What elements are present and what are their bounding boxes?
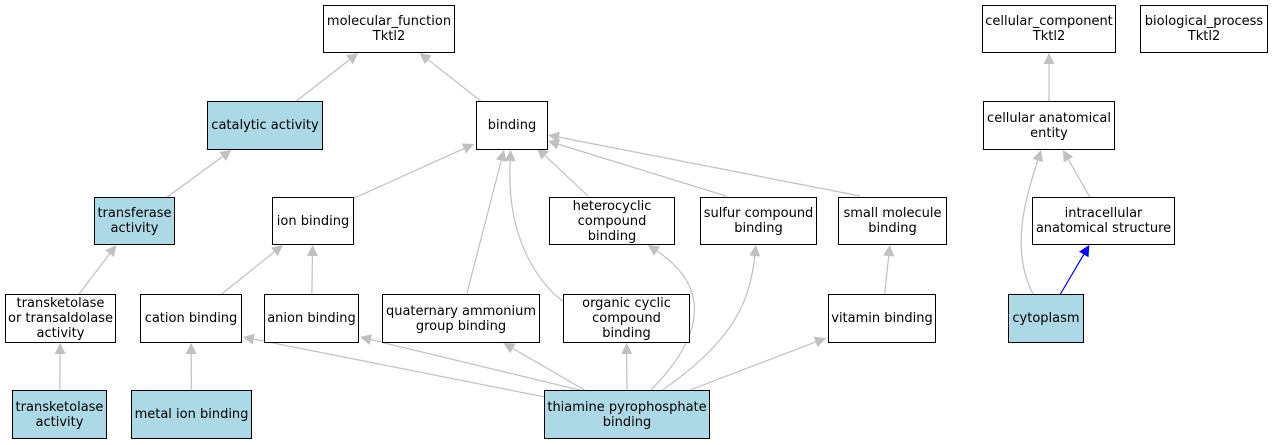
node-quaternary-ammonium-group-binding[interactable]: quaternary ammonium group binding — [382, 294, 540, 343]
edge-line — [311, 255, 314, 295]
edge-arrowhead — [1043, 53, 1055, 64]
edge-line — [662, 255, 756, 391]
edge-line — [558, 143, 727, 197]
edge-arrowhead — [346, 53, 359, 65]
node-label: organic cyclic compound binding — [582, 296, 671, 341]
edge-line — [650, 250, 696, 391]
node-label: intracellular anatomical structure — [1035, 206, 1172, 236]
node-label: small molecule binding — [843, 206, 942, 236]
edge-arrowhead — [306, 245, 318, 257]
node-label: quaternary ammonium group binding — [385, 303, 537, 334]
node-sulfur-compound-binding[interactable]: sulfur compound binding — [700, 197, 817, 245]
node-cation-binding[interactable]: cation binding — [140, 294, 242, 343]
node-label: heterocyclic compound binding — [572, 198, 652, 244]
node-cellular-component[interactable]: cellular_component Tktl2 — [982, 5, 1116, 53]
node-label: sulfur compound binding — [703, 206, 814, 236]
edge-arrowhead — [537, 148, 549, 160]
node-label: cellular_component Tktl2 — [985, 14, 1113, 44]
node-catalytic-activity[interactable]: catalytic activity — [207, 101, 323, 150]
edge-line — [689, 341, 816, 391]
edge-arrowhead — [883, 245, 895, 257]
node-biological-process[interactable]: biological_process Tktl2 — [1140, 5, 1268, 53]
edge-arrowhead — [1032, 150, 1043, 163]
edge-line — [558, 136, 861, 197]
edge-arrowhead — [503, 343, 516, 354]
edge-arrowhead — [419, 53, 432, 65]
edge-arrowhead — [813, 336, 826, 348]
node-intracellular-anatomical-structure[interactable]: intracellular anatomical structure — [1032, 197, 1175, 245]
edge-arrowhead — [749, 245, 761, 257]
node-ion-binding[interactable]: ion binding — [272, 197, 354, 245]
edge-arrowhead — [1079, 245, 1090, 258]
edge-arrowhead — [548, 131, 560, 143]
edge-line — [1067, 159, 1091, 198]
edge-line — [370, 339, 601, 396]
node-heterocyclic-compound-binding[interactable]: heterocyclic compound binding — [549, 197, 675, 245]
edge-arrowhead — [360, 334, 372, 345]
edge-line — [509, 160, 564, 302]
edge-line — [78, 253, 111, 295]
node-cytoplasm[interactable]: cytoplasm — [1008, 294, 1084, 343]
node-small-molecule-binding[interactable]: small molecule binding — [838, 197, 947, 245]
edge-arrowhead — [219, 150, 232, 161]
node-anion-binding[interactable]: anion binding — [264, 294, 359, 343]
edge-line — [884, 255, 890, 295]
node-binding[interactable]: binding — [476, 101, 548, 150]
node-transketolase-or-transaldolase-activity[interactable]: transketolase or transaldolase activity — [5, 294, 116, 343]
edge-arrowhead — [621, 343, 633, 355]
edge-line — [166, 156, 223, 198]
node-thiamine-pyrophosphate-binding[interactable]: thiamine pyrophosphate binding — [544, 390, 710, 439]
edge-line — [1020, 160, 1039, 295]
node-label: cation binding — [144, 311, 238, 326]
edge-arrowhead — [270, 245, 283, 257]
edge-line — [253, 338, 586, 406]
node-vitamin-binding[interactable]: vitamin binding — [828, 294, 936, 343]
edge-arrowhead — [495, 150, 507, 163]
node-transketolase-activity[interactable]: transketolase activity — [12, 390, 107, 439]
edge-line — [221, 251, 275, 295]
node-label: transketolase or transaldolase activity — [8, 296, 113, 341]
node-label: thiamine pyrophosphate binding — [547, 399, 707, 430]
node-organic-cyclic-compound-binding[interactable]: organic cyclic compound binding — [563, 294, 690, 343]
node-label: cytoplasm — [1012, 311, 1080, 326]
edge-line — [544, 155, 589, 197]
node-molecular-function[interactable]: molecular_function Tktl2 — [323, 5, 455, 53]
edge-arrowhead — [1062, 150, 1074, 163]
edge-line — [427, 59, 482, 102]
node-label: transketolase activity — [15, 399, 104, 430]
node-label: catalytic activity — [211, 118, 319, 133]
edge-line — [512, 347, 585, 391]
node-label: ion binding — [276, 213, 350, 229]
edge-line — [466, 160, 502, 294]
edge-arrowhead — [548, 138, 561, 150]
edge-arrowhead — [504, 150, 516, 162]
edge-arrowhead — [105, 245, 117, 258]
node-label: anion binding — [267, 311, 356, 326]
edge-arrowhead — [461, 143, 474, 154]
node-label: biological_process Tktl2 — [1144, 14, 1264, 44]
node-label: binding — [487, 118, 537, 133]
node-label: vitamin binding — [831, 311, 933, 326]
edge-arrowhead — [243, 333, 255, 345]
node-label: molecular_function Tktl2 — [326, 14, 452, 44]
edge-arrowhead — [54, 343, 66, 355]
edge-line — [1059, 254, 1085, 295]
edge-arrowhead — [185, 343, 197, 355]
edge-line — [349, 147, 465, 201]
node-metal-ion-binding[interactable]: metal ion binding — [131, 390, 252, 439]
node-transferase-activity[interactable]: transferase activity — [94, 197, 175, 245]
edge-arrowhead — [647, 245, 661, 256]
edge-line — [296, 59, 350, 102]
node-label: metal ion binding — [134, 407, 249, 422]
node-label: cellular anatomical entity — [987, 110, 1111, 141]
node-cellular-anatomical-entity[interactable]: cellular anatomical entity — [983, 101, 1115, 150]
node-label: transferase activity — [97, 206, 172, 236]
